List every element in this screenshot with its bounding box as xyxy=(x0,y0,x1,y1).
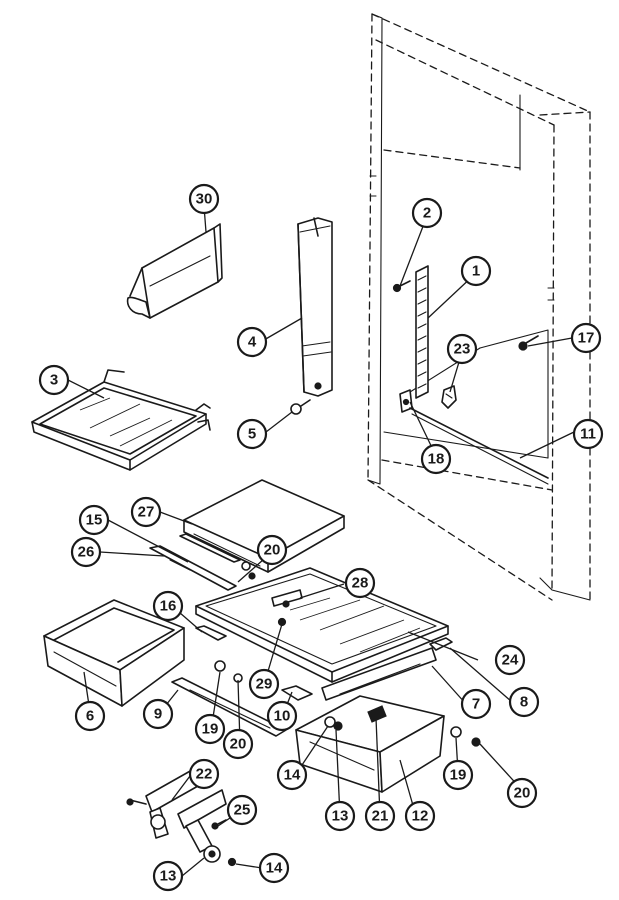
callout-5-text: 5 xyxy=(248,426,256,443)
callout-29: 29 xyxy=(248,668,280,700)
callout-19-left: 19 xyxy=(194,713,226,745)
callout-22-text: 22 xyxy=(196,766,213,783)
callout-6-text: 6 xyxy=(86,708,94,725)
clip xyxy=(441,385,457,409)
callout-13-upper: 13 xyxy=(324,800,356,832)
callout-17: 17 xyxy=(570,322,602,354)
roller xyxy=(203,845,237,867)
callout-1-text: 1 xyxy=(472,263,480,280)
callout-6: 6 xyxy=(74,700,106,732)
callout-18-text: 18 xyxy=(428,451,445,468)
callout-14-lower-text: 14 xyxy=(266,860,283,877)
crisper-drawer-left xyxy=(43,599,185,707)
callout-24-text: 24 xyxy=(502,652,519,669)
callout-4-text: 4 xyxy=(248,334,257,351)
cabinet-outline xyxy=(367,13,591,605)
crisper-slides xyxy=(149,533,241,591)
callout-15-text: 15 xyxy=(86,512,103,529)
duct-fastener xyxy=(290,399,311,415)
callout-17-text: 17 xyxy=(578,330,595,347)
callout-28-text: 28 xyxy=(352,575,369,592)
callout-16-text: 16 xyxy=(160,598,177,615)
callout-18: 18 xyxy=(420,443,452,475)
callout-9-text: 9 xyxy=(154,706,162,723)
callout-13-upper-text: 13 xyxy=(332,808,349,825)
callout-20-left: 20 xyxy=(222,728,254,760)
callout-23-text: 23 xyxy=(454,341,471,358)
callout-30-text: 30 xyxy=(196,191,213,208)
callout-19-left-text: 19 xyxy=(202,721,219,738)
callout-20-left-text: 20 xyxy=(230,736,247,753)
callout-13-lower-text: 13 xyxy=(160,868,177,885)
callout-26: 26 xyxy=(70,536,102,568)
callout-16: 16 xyxy=(152,590,184,622)
callout-24: 24 xyxy=(494,644,526,676)
bracket xyxy=(399,389,413,413)
callout-10: 10 xyxy=(266,700,298,732)
callout-14-upper-text: 14 xyxy=(284,767,301,784)
callout-3-text: 3 xyxy=(50,372,58,389)
callout-9: 9 xyxy=(142,698,174,730)
callout-11: 11 xyxy=(572,418,604,450)
callout-labels: 30 2 1 4 23 17 3 5 18 11 27 15 20 26 28 … xyxy=(38,183,604,892)
callout-30: 30 xyxy=(188,183,220,215)
callout-22: 22 xyxy=(188,758,220,790)
callout-15: 15 xyxy=(78,504,110,536)
large-glass-shelf xyxy=(195,567,449,683)
callout-29-text: 29 xyxy=(256,676,273,693)
callout-10-text: 10 xyxy=(274,708,291,725)
callout-3: 3 xyxy=(38,364,70,396)
callout-27: 27 xyxy=(130,496,162,528)
glass-shelf xyxy=(31,369,211,471)
callout-2: 2 xyxy=(411,197,443,229)
callout-12-text: 12 xyxy=(412,808,429,825)
leader-lines xyxy=(67,205,575,877)
callout-21-text: 21 xyxy=(372,808,389,825)
callout-14-upper: 14 xyxy=(276,759,308,791)
callout-23: 23 xyxy=(446,333,478,365)
callout-28: 28 xyxy=(344,567,376,599)
divider xyxy=(195,625,227,641)
callout-4: 4 xyxy=(236,326,268,358)
bin xyxy=(126,223,223,319)
callout-20-upper: 20 xyxy=(256,534,288,566)
washers-and-rollers xyxy=(214,561,481,747)
callout-1: 1 xyxy=(460,255,492,287)
callout-8-text: 8 xyxy=(520,694,528,711)
latch xyxy=(367,705,387,723)
callout-26-text: 26 xyxy=(78,544,95,561)
callout-20-right: 20 xyxy=(506,777,538,809)
callout-25-text: 25 xyxy=(234,802,251,819)
callout-5: 5 xyxy=(236,418,268,450)
callout-20-upper-text: 20 xyxy=(264,542,281,559)
callout-27-text: 27 xyxy=(138,504,155,521)
callout-7: 7 xyxy=(460,688,492,720)
callout-12: 12 xyxy=(404,800,436,832)
callout-20-right-text: 20 xyxy=(514,785,531,802)
callout-2-text: 2 xyxy=(423,205,431,222)
callout-13-lower: 13 xyxy=(152,860,184,892)
callout-7-text: 7 xyxy=(472,696,480,713)
rod xyxy=(409,407,549,485)
callout-14-lower: 14 xyxy=(258,852,290,884)
rail-screw xyxy=(392,280,411,293)
callout-19-right: 19 xyxy=(442,759,474,791)
crisper-drawer-right xyxy=(295,695,445,793)
crisper-cover xyxy=(183,479,345,573)
callout-21: 21 xyxy=(364,800,396,832)
slide-rail xyxy=(281,685,313,701)
cabinet-screw xyxy=(518,335,539,351)
callout-8: 8 xyxy=(508,686,540,718)
front-rails xyxy=(321,637,453,701)
callout-11-text: 11 xyxy=(580,426,596,443)
shelf-rail xyxy=(415,265,429,399)
air-duct xyxy=(297,217,333,397)
callout-25: 25 xyxy=(226,794,258,826)
hinge-bracket xyxy=(126,769,227,853)
callout-19-right-text: 19 xyxy=(450,767,467,784)
